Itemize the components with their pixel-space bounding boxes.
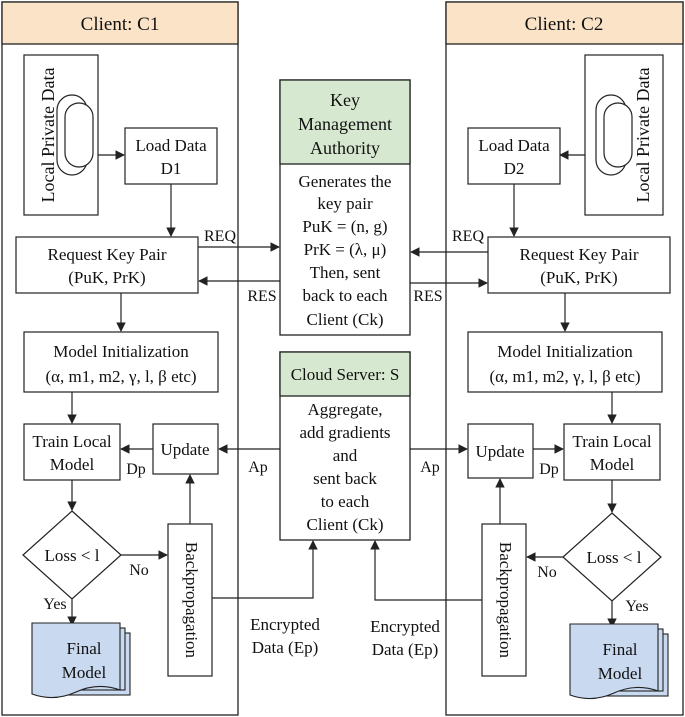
client-c1-model-init-line2: (α, m1, m2, γ, l, β etc)	[45, 367, 196, 386]
client-c1-load-data-line2: D1	[161, 159, 182, 178]
client-c2-load-data-line1: Load Data	[478, 136, 550, 155]
client-c1-load-data-line1: Load Data	[135, 136, 207, 155]
client-c2-panel: Client: C2 Local Private Data Load Data …	[445, 1, 684, 716]
ap-label-c1: Ap	[248, 459, 268, 476]
kma-title-line2: Management	[298, 114, 392, 134]
kma-body-line6: back to each	[303, 286, 388, 305]
client-c1-request-key-box	[15, 236, 199, 294]
client-c1-model-init-box	[23, 331, 219, 393]
client-c2-no-label: No	[537, 564, 557, 581]
client-c1-backprop-label: Backpropagation	[182, 542, 201, 659]
client-c2-load-data-line2: D2	[504, 159, 525, 178]
client-c1-header	[1, 1, 239, 45]
cloud-body-line1: Aggregate,	[307, 400, 382, 419]
client-c2-request-key-line1: Request Key Pair	[520, 245, 639, 264]
client-c2-backprop-box	[481, 523, 527, 677]
kma-body-line7: Client (Ck)	[307, 310, 384, 329]
cloud-body-line2: add gradients	[299, 423, 390, 442]
kma-body-line2: key pair	[317, 194, 373, 213]
encrypted-c1-line2: Data (Ep)	[252, 638, 319, 657]
client-c2-database-icon	[595, 94, 633, 176]
client-c1-title: Client: C1	[81, 14, 160, 35]
client-c1-final-model-document	[31, 622, 131, 699]
client-c1-request-key-line1: Request Key Pair	[48, 245, 167, 264]
client-c2-header	[445, 1, 684, 45]
client-c2-final-model-line1: Final	[603, 640, 638, 659]
client-c1-update-box	[152, 423, 219, 475]
client-c1-dp-label: Dp	[126, 461, 146, 478]
kma-title-line3: Authority	[310, 138, 380, 158]
client-c1-train-line2: Model	[50, 455, 95, 474]
client-c2-dp-label: Dp	[539, 461, 559, 478]
client-c2-model-init-box	[467, 331, 663, 393]
client-c1-database-icon	[56, 94, 94, 176]
client-c1-train-line1: Train Local	[32, 432, 111, 451]
cloud-body-line5: to each	[321, 492, 370, 511]
client-c1-yes-label: Yes	[43, 596, 66, 613]
client-c1-update-label: Update	[160, 440, 209, 459]
client-c1-model-init-line1: Model Initialization	[53, 342, 189, 361]
client-c2-update-box	[467, 423, 534, 479]
client-c1-panel: Client: C1 Local Private Data Load Data …	[1, 1, 239, 716]
client-c2-request-key-line2: (PuK, PrK)	[540, 268, 617, 287]
client-c2-local-data-label: Local Private Data	[633, 68, 653, 203]
cloud-body-line3: and	[333, 446, 358, 465]
kma-body-line5: Then, sent	[310, 263, 381, 282]
kma-header	[279, 79, 411, 165]
client-c1-decision-label: Loss < l	[45, 546, 100, 565]
client-c1-no-label: No	[129, 562, 149, 579]
client-c1-backprop-box	[167, 523, 213, 677]
res-label-c1: RES	[247, 288, 276, 305]
client-c1-local-data-label: Local Private Data	[38, 68, 58, 203]
encrypted-c1-line1: Encrypted	[250, 615, 320, 634]
client-c1-final-model-line1: Final	[67, 639, 102, 658]
cloud-title: Cloud Server: S	[291, 365, 400, 384]
client-c2-update-label: Update	[475, 442, 524, 461]
client-c2-load-data-box	[467, 127, 561, 185]
client-c2-yes-label: Yes	[625, 598, 648, 615]
client-c1-request-key-line2: (PuK, PrK)	[68, 268, 145, 287]
ap-label-c2: Ap	[420, 459, 440, 476]
key-management-authority: Key Management Authority Generates the k…	[279, 79, 411, 336]
client-c2-model-init-line2: (α, m1, m2, γ, l, β etc)	[489, 367, 640, 386]
client-c1-train-box	[23, 423, 121, 481]
client-c1-load-data-box	[124, 127, 218, 185]
client-c2-title: Client: C2	[525, 14, 604, 35]
kma-title-line1: Key	[330, 90, 360, 110]
client-c2-train-box	[563, 423, 661, 481]
client-c1-final-model-line2: Model	[62, 663, 107, 682]
req-label-c2: REQ	[452, 228, 484, 245]
cloud-body-line6: Client (Ck)	[307, 515, 384, 534]
client-c2-decision-label: Loss < l	[587, 548, 642, 567]
client-c2-train-line1: Train Local	[572, 432, 651, 451]
kma-body-line3: PuK = (n, g)	[302, 217, 387, 236]
cloud-header	[279, 351, 411, 397]
req-label-c1: REQ	[204, 228, 236, 245]
kma-body-line4: PrK = (λ, μ)	[304, 240, 387, 259]
res-label-c2: RES	[413, 288, 442, 305]
client-c2-final-model-line2: Model	[598, 664, 643, 683]
client-c2-model-init-line1: Model Initialization	[497, 342, 633, 361]
client-c2-request-key-box	[487, 236, 671, 294]
cloud-server: Cloud Server: S Aggregate, add gradients…	[279, 351, 411, 541]
cloud-body-line4: sent back	[313, 469, 377, 488]
client-c2-train-line2: Model	[590, 455, 635, 474]
encrypted-arrow-c1	[212, 540, 318, 599]
encrypted-c2-line1: Encrypted	[370, 617, 440, 636]
client-c2-final-model-document	[569, 623, 669, 700]
encrypted-arrow-c2	[370, 540, 482, 601]
kma-body-line1: Generates the	[299, 172, 392, 191]
client-c2-backprop-label: Backpropagation	[496, 542, 515, 659]
encrypted-c2-line2: Data (Ep)	[372, 640, 439, 659]
